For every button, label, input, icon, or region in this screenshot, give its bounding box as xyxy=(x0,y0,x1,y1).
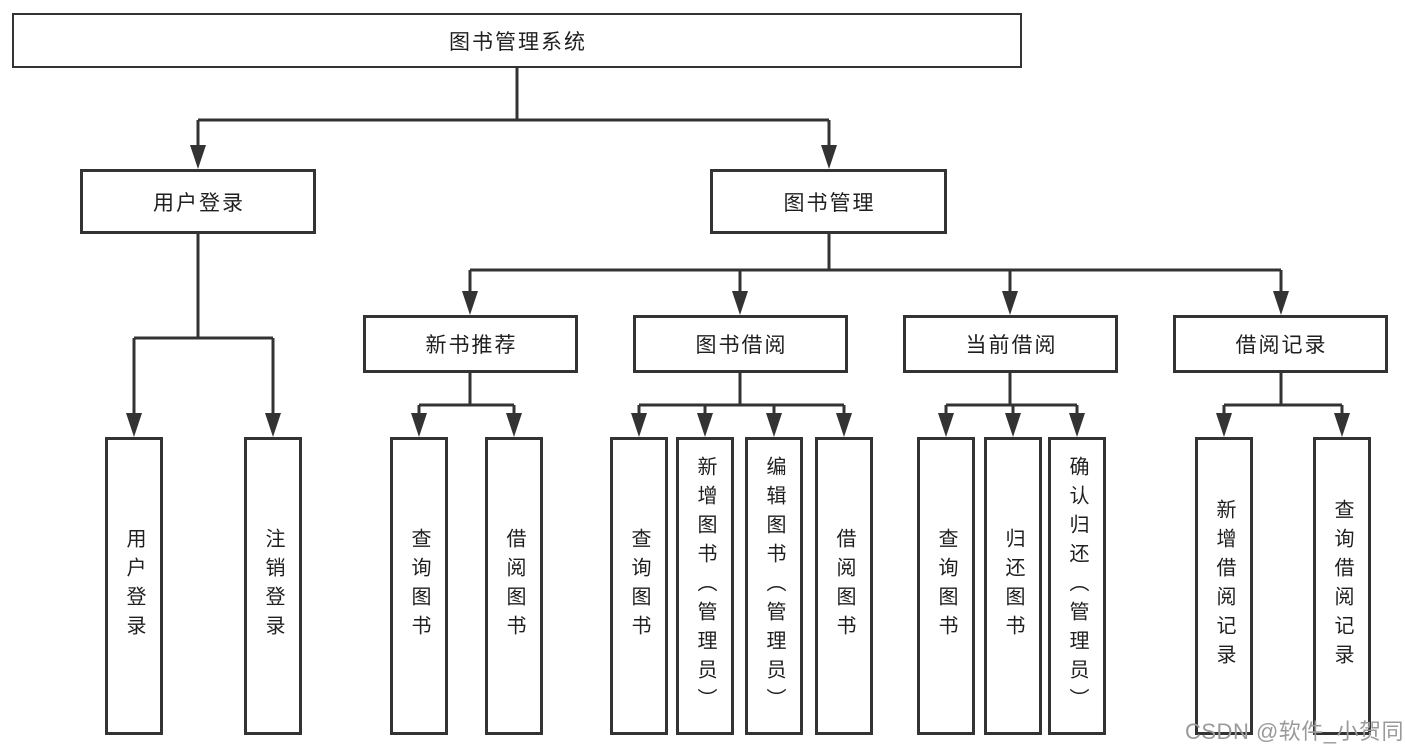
arrowhead-icon xyxy=(732,291,748,315)
arrowhead-icon xyxy=(265,413,281,437)
node-label: 查询图书 xyxy=(935,528,957,644)
arrowhead-icon xyxy=(462,291,478,315)
node-label: 注销登录 xyxy=(262,528,284,644)
arrowhead-icon xyxy=(697,413,713,437)
connectors-current-borrow xyxy=(938,373,1085,437)
leaf-cb-query-book: 查询图书 xyxy=(917,437,975,735)
leaf-br-add-record: 新增借阅记录 xyxy=(1195,437,1253,735)
arrowhead-icon xyxy=(126,413,142,437)
arrowhead-icon xyxy=(1069,413,1085,437)
connectors-user-login xyxy=(126,234,281,437)
leaf-bb-add-book-admin: 新增图书（管理员） xyxy=(676,437,734,735)
leaf-bb-borrow-book: 借阅图书 xyxy=(815,437,873,735)
node-borrow-record: 借阅记录 xyxy=(1173,315,1388,373)
node-label: 当前借阅 xyxy=(965,334,1058,357)
connectors-book-borrow xyxy=(631,373,852,437)
leaf-bb-query-book: 查询图书 xyxy=(610,437,668,735)
leaf-br-query-record: 查询借阅记录 xyxy=(1313,437,1371,735)
node-label: 图书管理 xyxy=(783,191,876,215)
node-label: 查询图书 xyxy=(628,528,650,644)
arrowhead-icon xyxy=(190,145,206,169)
node-label: 用户登录 xyxy=(153,191,245,215)
arrowhead-icon xyxy=(506,413,522,437)
node-label: 归还图书 xyxy=(1002,528,1024,644)
node-label: 确认归还（管理员） xyxy=(1066,455,1088,717)
node-label: 借阅记录 xyxy=(1235,334,1328,357)
node-label: 借阅图书 xyxy=(833,528,855,644)
leaf-user-login: 用户登录 xyxy=(105,437,163,735)
node-new-book-recommend: 新书推荐 xyxy=(363,315,578,373)
arrowhead-icon xyxy=(1005,413,1021,437)
leaf-cb-confirm-return-admin: 确认归还（管理员） xyxy=(1048,437,1106,735)
connectors-book-management xyxy=(462,234,1289,315)
csdn-watermark: CSDN @软件_小贺同学 xyxy=(1185,719,1405,744)
node-root: 图书管理系统 xyxy=(12,13,1022,68)
connectors-new-book-recommend xyxy=(411,373,522,437)
leaf-cb-return-book: 归还图书 xyxy=(984,437,1042,735)
node-label: 借阅图书 xyxy=(503,528,525,644)
node-label: 图书借阅 xyxy=(695,334,788,357)
arrowhead-icon xyxy=(1334,413,1350,437)
node-current-borrow: 当前借阅 xyxy=(903,315,1118,373)
arrowhead-icon xyxy=(1002,291,1018,315)
arrowhead-icon xyxy=(836,413,852,437)
node-label: 图书管理系统 xyxy=(449,30,587,54)
connectors-borrow-record xyxy=(1216,373,1350,437)
node-book-management: 图书管理 xyxy=(710,169,947,234)
arrowhead-icon xyxy=(411,413,427,437)
connectors-root xyxy=(190,68,837,169)
arrowhead-icon xyxy=(821,145,837,169)
leaf-bb-edit-book-admin: 编辑图书（管理员） xyxy=(745,437,803,735)
arrowhead-icon xyxy=(938,413,954,437)
node-label: 新增借阅记录 xyxy=(1213,499,1235,673)
arrowhead-icon xyxy=(631,413,647,437)
arrowhead-icon xyxy=(766,413,782,437)
node-label: 新书推荐 xyxy=(425,334,518,357)
leaf-nb-borrow-book: 借阅图书 xyxy=(485,437,543,735)
node-label: 编辑图书（管理员） xyxy=(763,455,785,717)
leaf-logout: 注销登录 xyxy=(244,437,302,735)
leaf-nb-query-book: 查询图书 xyxy=(390,437,448,735)
arrowhead-icon xyxy=(1273,291,1289,315)
node-user-login: 用户登录 xyxy=(80,169,316,234)
node-label: 查询借阅记录 xyxy=(1331,499,1353,673)
node-label: 查询图书 xyxy=(408,528,430,644)
arrowhead-icon xyxy=(1216,413,1232,437)
node-label: 用户登录 xyxy=(123,528,145,644)
node-label: 新增图书（管理员） xyxy=(694,455,716,717)
node-book-borrow: 图书借阅 xyxy=(633,315,848,373)
